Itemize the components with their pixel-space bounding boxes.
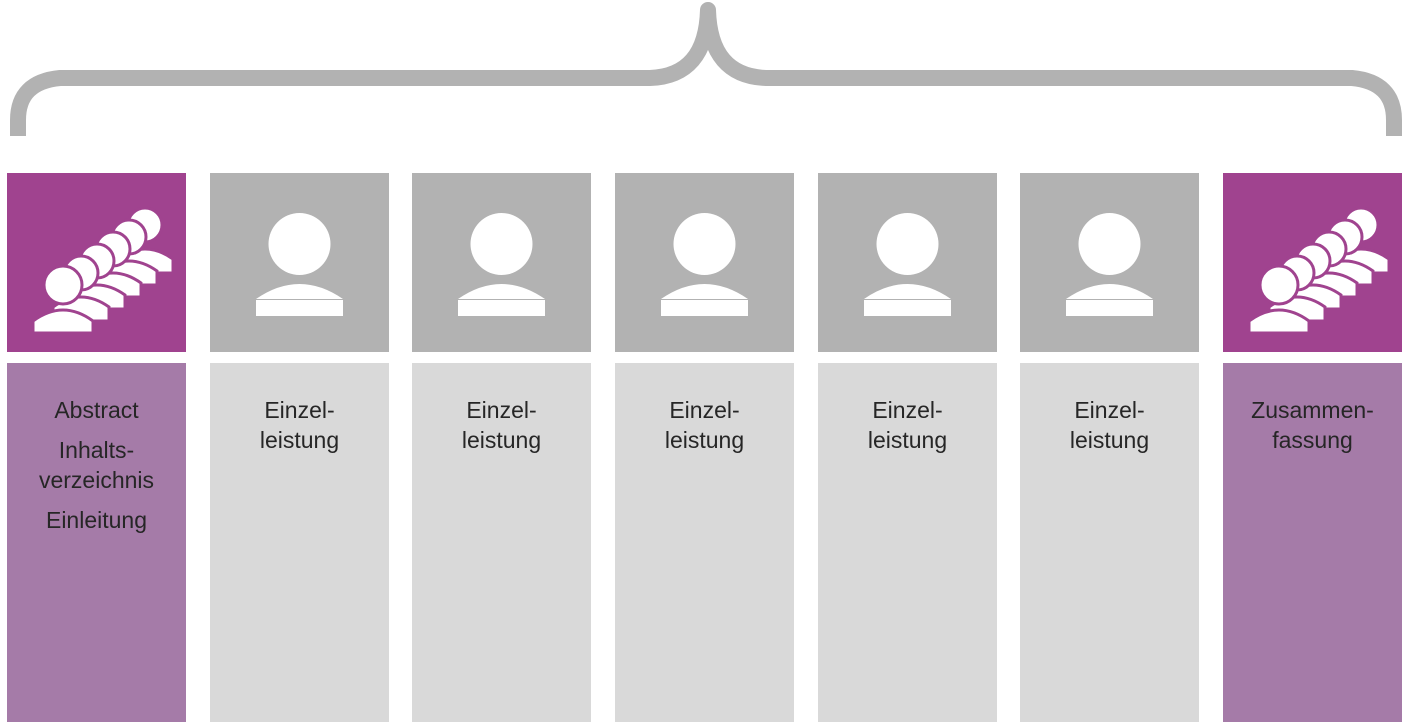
section-label: Einzel- <box>1074 397 1145 423</box>
section-label: Einzel- <box>872 397 943 423</box>
section-column-individual-1: Einzel- leistung <box>210 173 389 722</box>
person-tile <box>412 173 591 352</box>
section-label: verzeichnis <box>38 467 155 493</box>
section-label: leistung <box>259 427 340 453</box>
section-label: leistung <box>1069 427 1150 453</box>
person-icon <box>458 213 545 316</box>
section-label: Abstract <box>54 397 139 423</box>
person-tile <box>1020 173 1199 352</box>
section-text-box: Abstract Inhalts- verzeichnis Einleitung <box>7 363 186 722</box>
person-tile <box>210 173 389 352</box>
person-tile <box>615 173 794 352</box>
section-label: leistung <box>461 427 542 453</box>
section-text-box: Einzel- leistung <box>818 363 997 722</box>
section-label: fassung <box>1272 427 1353 453</box>
group-tile <box>7 173 186 352</box>
section-column-individual-4: Einzel- leistung <box>818 173 997 722</box>
person-icon <box>864 213 951 316</box>
section-label: Einzel- <box>264 397 335 423</box>
section-label: leistung <box>867 427 948 453</box>
section-text-box: Einzel- leistung <box>412 363 591 722</box>
curly-brace <box>10 2 1402 136</box>
section-column-individual-2: Einzel- leistung <box>412 173 591 722</box>
section-text-box: Einzel- leistung <box>615 363 794 722</box>
section-text-box: Einzel- leistung <box>210 363 389 722</box>
section-label: leistung <box>664 427 745 453</box>
section-column-summary: Zusammen- fassung <box>1223 173 1402 722</box>
person-icon <box>256 213 343 316</box>
person-icon <box>661 213 748 316</box>
section-label: Einleitung <box>45 507 148 533</box>
section-column-intro: Abstract Inhalts- verzeichnis Einleitung <box>7 173 186 722</box>
section-column-individual-3: Einzel- leistung <box>615 173 794 722</box>
group-people-icon <box>31 206 175 335</box>
section-label: Inhalts- <box>58 437 135 463</box>
section-label: Einzel- <box>669 397 740 423</box>
person-icon <box>1066 213 1153 316</box>
section-text-box: Einzel- leistung <box>1020 363 1199 722</box>
section-text-box: Zusammen- fassung <box>1223 363 1402 722</box>
person-tile <box>818 173 997 352</box>
section-column-individual-5: Einzel- leistung <box>1020 173 1199 722</box>
section-label: Einzel- <box>466 397 537 423</box>
section-label: Zusammen- <box>1251 397 1374 423</box>
group-tile <box>1223 173 1402 352</box>
group-people-icon <box>1247 206 1391 335</box>
